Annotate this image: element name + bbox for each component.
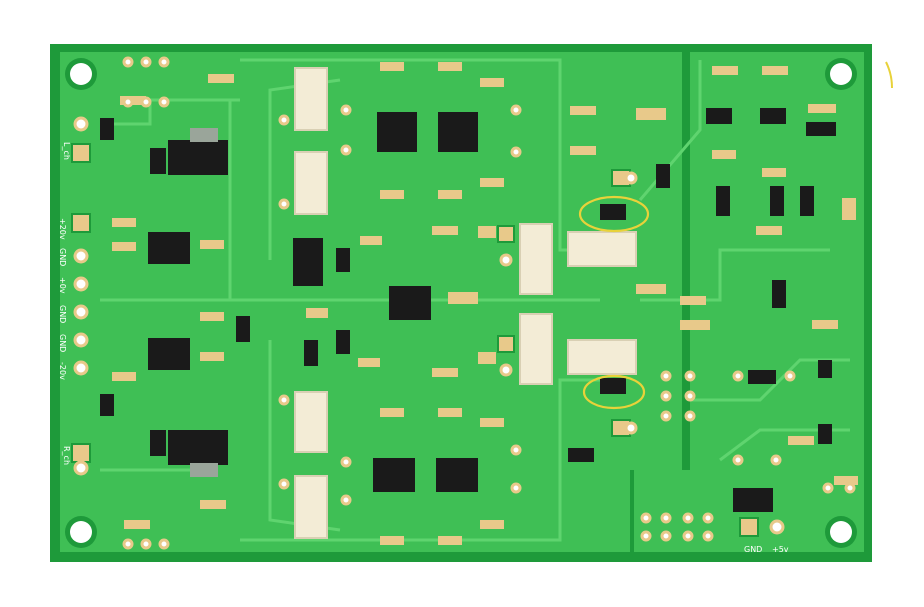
ic-u4: [148, 338, 190, 370]
ic-u1: [377, 112, 417, 152]
label-gnd-output: GND: [744, 545, 762, 554]
label-gnd-2: GND: [58, 305, 67, 323]
mounting-holes: [65, 58, 857, 548]
label-gnd-3: GND: [58, 334, 67, 352]
annotation-rings: [578, 61, 893, 410]
ic-u3: [148, 232, 190, 264]
label-left-channel: L_ch: [62, 142, 71, 160]
regulators: [168, 128, 773, 512]
label-0v: +0v: [58, 277, 67, 294]
label-gnd-1: GND: [58, 248, 67, 266]
annotation-mark-corner: [885, 61, 893, 89]
film-capacitors: [294, 67, 637, 539]
ic-u7: [436, 458, 478, 492]
ic-u5: [389, 286, 431, 320]
smd-parts: [100, 62, 858, 545]
silkscreen: L_ch R_ch +20v GND +0v GND GND -20v GND …: [58, 142, 789, 554]
annotation-ring-bottom: [582, 374, 646, 410]
ic-u6: [373, 458, 415, 492]
label-plus20v: +20v: [58, 218, 67, 240]
label-plus5v: +5v: [772, 545, 789, 554]
label-right-channel: R_ch: [62, 446, 71, 465]
annotation-ring-top: [578, 195, 650, 233]
soic-ics: [148, 112, 478, 492]
copper-pour-left: [60, 52, 682, 552]
header-pads: [71, 56, 856, 550]
ic-u2: [438, 112, 478, 152]
label-minus20v: -20v: [58, 362, 67, 380]
